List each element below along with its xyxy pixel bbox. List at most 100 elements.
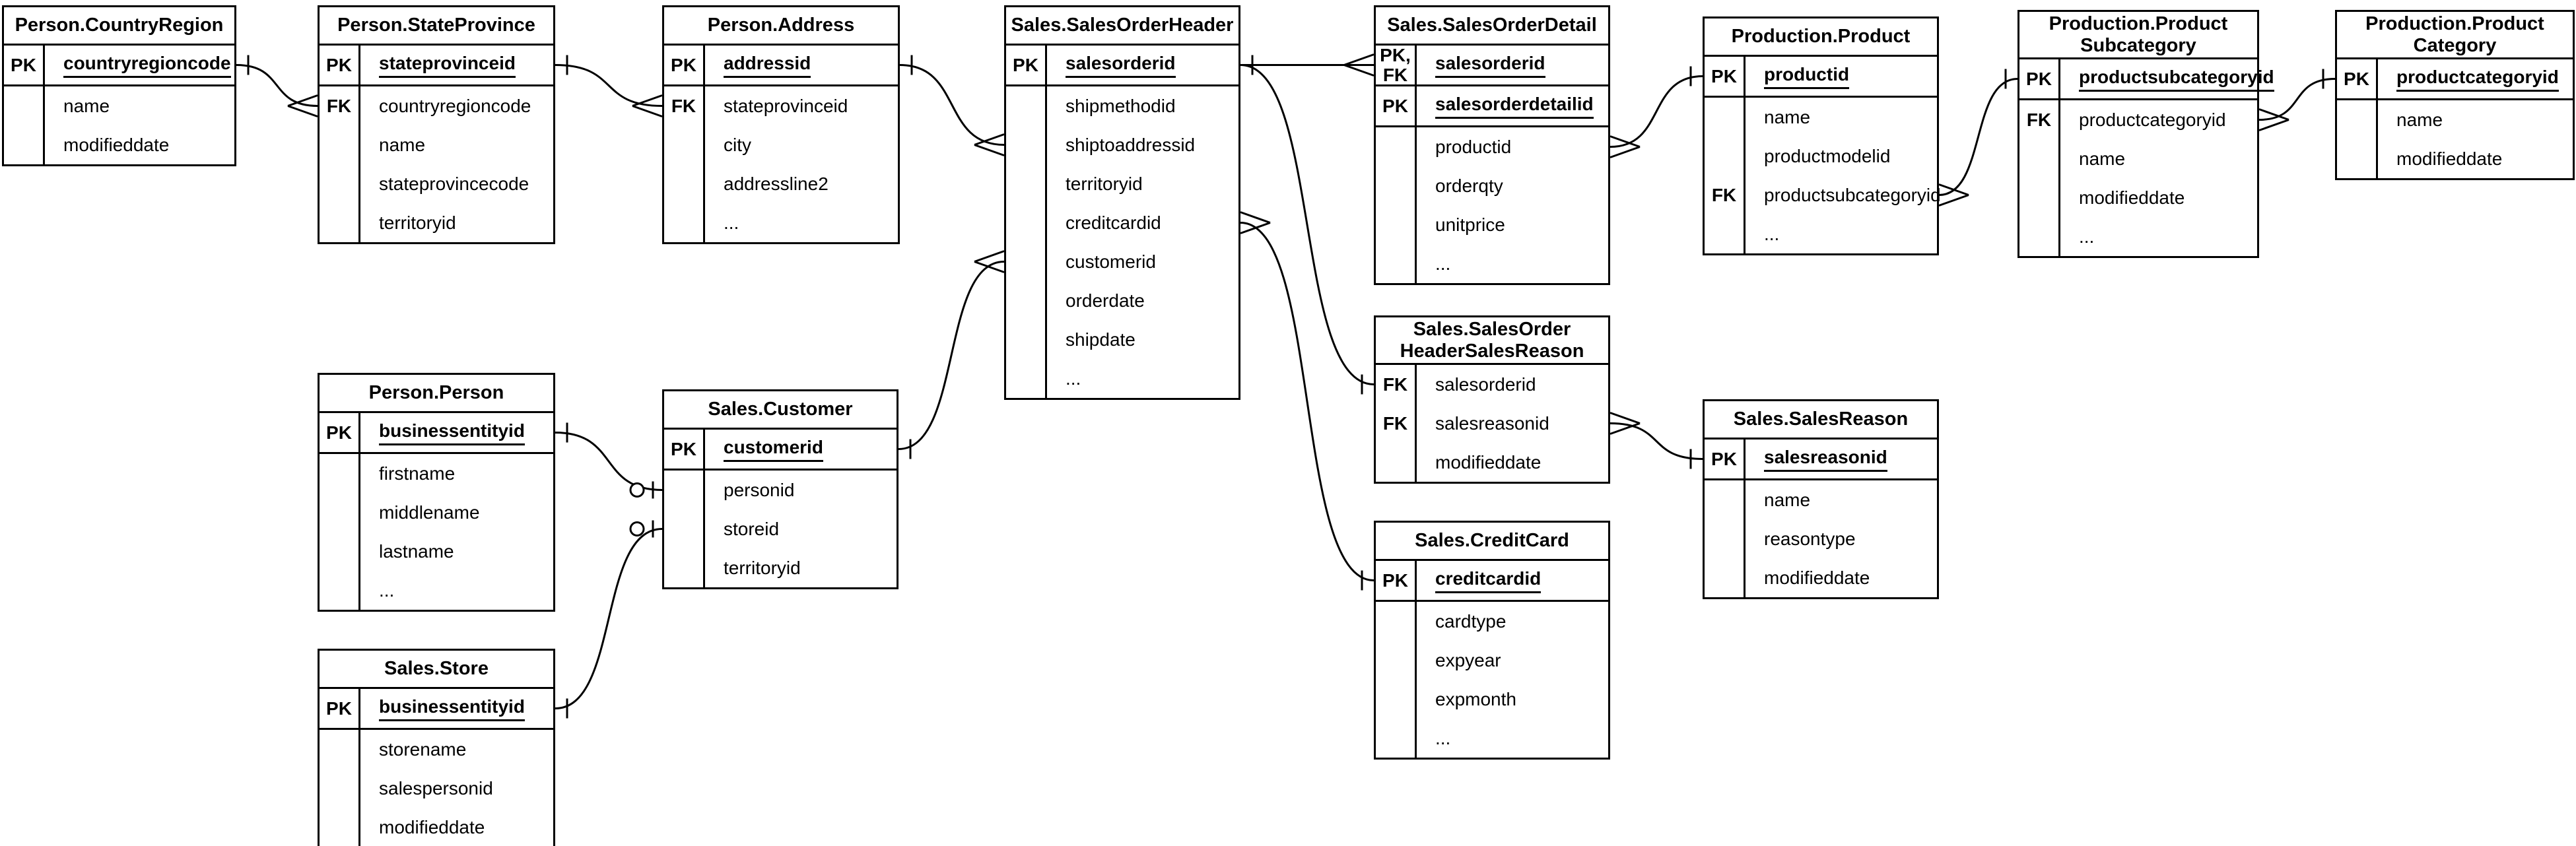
column-name: modifieddate <box>63 134 170 155</box>
column-list: creditcardid <box>1417 561 1608 600</box>
key-badge-empty <box>1376 205 1415 244</box>
column-row: ... <box>1417 719 1608 758</box>
key-badge-empty <box>1705 480 1744 519</box>
column-name: productid <box>1435 136 1512 157</box>
zero-cardinality-circle <box>629 482 645 498</box>
column-name: name <box>63 95 110 116</box>
column-row: salespersonid <box>360 769 553 808</box>
column-name: modifieddate <box>2396 148 2503 169</box>
column-name: stateprovinceid <box>724 95 848 116</box>
key-column: PK <box>664 430 705 469</box>
column-name: ... <box>724 212 739 233</box>
column-row: creditcardid <box>1047 203 1238 242</box>
column-row: salesorderid <box>1417 365 1608 404</box>
key-column: PK <box>1376 86 1417 125</box>
column-row: addressline2 <box>705 164 898 203</box>
primary-key-column-name: salesorderdetailid <box>1435 94 1594 119</box>
column-list: businessentityid <box>360 413 553 452</box>
key-badge-empty <box>1376 719 1415 758</box>
key-badge-empty <box>1705 519 1744 558</box>
key-badge-empty <box>320 125 358 164</box>
column-name: shipmethodid <box>1066 95 1176 116</box>
column-row: productcategoryid <box>2060 100 2257 139</box>
key-badge-empty <box>1006 320 1045 359</box>
table-title: Production.Product Subcategory <box>2019 12 2257 59</box>
column-row: stateprovinceid <box>360 46 553 84</box>
column-name: lastname <box>379 540 454 562</box>
column-row: firstname <box>360 454 553 493</box>
primary-key-column-name: salesorderid <box>1066 53 1176 78</box>
column-list: productcategoryid <box>2378 59 2573 98</box>
column-row: shiptoaddressid <box>1047 125 1238 164</box>
column-row: lastname <box>360 532 553 571</box>
column-row: territoryid <box>705 548 897 587</box>
key-badge: PK <box>326 698 352 719</box>
column-row: shipmethodid <box>1047 86 1238 125</box>
primary-key-column-name: productid <box>1764 64 1850 89</box>
key-column: PK <box>1376 561 1417 600</box>
column-name: middlename <box>379 502 480 523</box>
key-badge: FK <box>1711 184 1737 205</box>
column-name: firstname <box>379 463 456 484</box>
key-badge: PK <box>1711 65 1737 86</box>
column-name: name <box>379 134 426 155</box>
primary-key-column-name: salesreasonid <box>1764 447 1887 472</box>
key-badge-empty <box>664 548 703 587</box>
primary-key-column-name: customerid <box>724 437 823 462</box>
key-column: PK <box>320 46 360 84</box>
column-row: name <box>1746 98 1941 137</box>
column-row: ... <box>705 203 898 242</box>
key-badge-empty <box>320 493 358 532</box>
key-badge: PK <box>1013 54 1038 75</box>
column-row: salesorderdetailid <box>1417 86 1608 125</box>
key-badge: FK <box>1382 412 1408 434</box>
column-row: territoryid <box>360 203 553 242</box>
column-list: stateprovinceid <box>360 46 553 84</box>
table-section: productid orderqty unitprice... <box>1376 125 1608 283</box>
key-badge-empty <box>664 125 703 164</box>
column-list: addressid <box>705 46 898 84</box>
column-row: reasontype <box>1746 519 1937 558</box>
column-row: name <box>360 125 553 164</box>
key-column: PK <box>1705 57 1746 96</box>
key-column: PK <box>2337 59 2378 98</box>
key-badge: FK <box>326 95 352 116</box>
column-list: salesorderdetailid <box>1417 86 1608 125</box>
key-badge-empty <box>1705 137 1744 176</box>
column-row: modifieddate <box>360 808 553 846</box>
column-row: storename <box>360 730 553 769</box>
column-row: orderqty <box>1417 166 1608 205</box>
column-name: unitprice <box>1435 214 1505 235</box>
key-column: PK <box>1705 439 1746 478</box>
column-list: productid <box>1746 57 1937 96</box>
key-column: PK, FK <box>1376 45 1417 84</box>
relationship-salesorderheadersalesreason-salesreason <box>1610 412 1703 469</box>
column-row: storeid <box>705 509 897 548</box>
column-row: modifieddate <box>45 125 234 164</box>
column-row: productcategoryid <box>2378 59 2573 98</box>
relationship-countryregion-stateprovince <box>236 55 318 117</box>
column-name: modifieddate <box>379 816 485 837</box>
key-badge-empty <box>1376 166 1415 205</box>
key-badge-empty <box>320 203 358 242</box>
column-name: cardtype <box>1435 610 1507 632</box>
column-list: name modifieddate <box>45 86 234 164</box>
column-row: ... <box>1417 244 1608 283</box>
column-row: expmonth <box>1417 680 1608 719</box>
